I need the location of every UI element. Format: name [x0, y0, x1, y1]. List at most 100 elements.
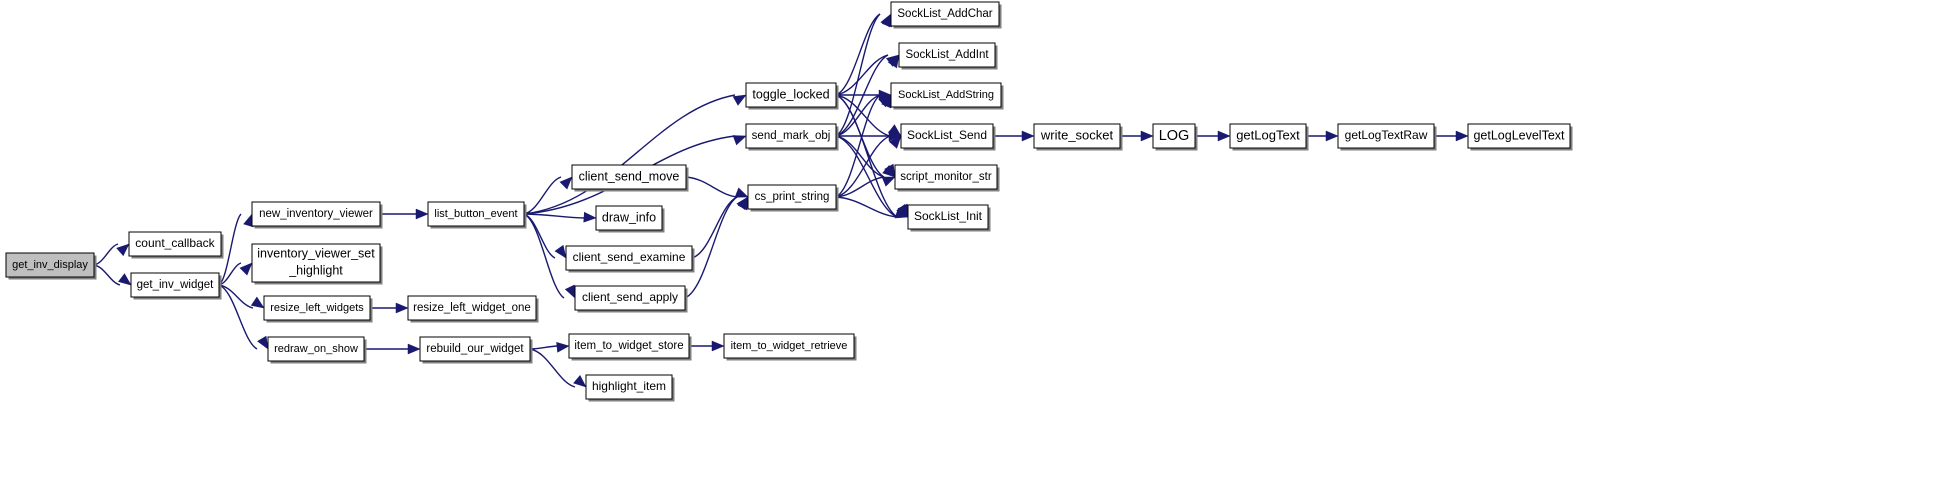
node-box[interactable]	[130, 272, 220, 298]
node-box[interactable]	[407, 295, 537, 321]
node-box[interactable]	[900, 123, 994, 149]
call-edge	[993, 130, 1035, 142]
call-edge	[364, 343, 421, 355]
node-getLogLevelText[interactable]: getLogLevelText	[1467, 123, 1573, 151]
node-cs_print_string[interactable]: cs_print_string	[747, 184, 839, 212]
node-SockList_Init[interactable]: SockList_Init	[907, 204, 991, 232]
node-box[interactable]	[251, 243, 381, 283]
node-label: script_monitor_str	[900, 171, 992, 183]
node-box[interactable]	[574, 285, 686, 311]
node-box[interactable]	[585, 374, 673, 400]
call-edge	[218, 262, 253, 286]
node-box[interactable]	[1229, 123, 1307, 149]
node-draw_info[interactable]: draw_info	[595, 205, 665, 233]
node-SockList_Send[interactable]: SockList_Send	[900, 123, 996, 151]
call-edge	[529, 348, 587, 388]
call-edge	[218, 213, 254, 286]
node-label: SockList_AddString	[898, 89, 994, 101]
node-resize_left_widget_one[interactable]: resize_left_widget_one	[407, 295, 539, 323]
node-SockList_AddInt[interactable]: SockList_AddInt	[898, 42, 998, 70]
node-box[interactable]	[1152, 123, 1196, 149]
node-SockList_AddString[interactable]: SockList_AddString	[890, 82, 1004, 110]
node-box[interactable]	[263, 295, 371, 321]
node-box[interactable]	[571, 164, 687, 190]
node-box[interactable]	[419, 336, 531, 362]
node-getLogTextRaw[interactable]: getLogTextRaw	[1337, 123, 1437, 151]
node-redraw_on_show[interactable]: redraw_on_show	[267, 336, 367, 364]
call-edge	[835, 13, 892, 137]
call-edge	[380, 208, 429, 220]
node-label: client_send_move	[579, 169, 680, 183]
node-label: client_send_examine	[573, 250, 686, 264]
node-box[interactable]	[251, 201, 381, 227]
node-label: getLogLevelText	[1473, 128, 1565, 142]
node-label: get_inv_display	[12, 259, 88, 271]
node-label: list_button_event	[434, 208, 517, 220]
node-box[interactable]	[1033, 123, 1121, 149]
node-box[interactable]	[890, 1, 1000, 27]
node-box[interactable]	[128, 231, 222, 257]
node-client_send_move[interactable]: client_send_move	[571, 164, 689, 192]
node-layer: get_inv_display count_callback get_inv_wid…	[5, 1, 1573, 402]
node-box[interactable]	[1337, 123, 1435, 149]
node-label: toggle_locked	[752, 87, 829, 101]
node-list_button_event[interactable]: list_button_event	[427, 201, 527, 229]
node-box[interactable]	[894, 164, 998, 190]
node-box[interactable]	[890, 82, 1002, 108]
node-get_inv_widget[interactable]: get_inv_widget	[130, 272, 222, 300]
node-getLogText[interactable]: getLogText	[1229, 123, 1309, 151]
node-script_monitor_str[interactable]: script_monitor_str	[894, 164, 1000, 192]
node-box[interactable]	[595, 205, 663, 231]
node-inventory_viewer_set_highlight[interactable]: inventory_viewer_set_highlight	[251, 243, 383, 285]
call-edge	[1120, 130, 1154, 142]
node-box[interactable]	[1467, 123, 1571, 149]
node-SockList_AddChar[interactable]: SockList_AddChar	[890, 1, 1002, 29]
node-write_socket[interactable]: write_socket	[1033, 123, 1123, 151]
node-label: item_to_widget_retrieve	[731, 340, 848, 352]
node-box[interactable]	[267, 336, 365, 362]
call-edge	[529, 341, 570, 353]
call-edge	[370, 302, 409, 314]
node-rebuild_our_widget[interactable]: rebuild_our_widget	[419, 336, 533, 364]
node-item_to_widget_retrieve[interactable]: item_to_widget_retrieve	[723, 333, 857, 361]
node-label: SockList_Send	[907, 128, 987, 142]
node-box[interactable]	[427, 201, 525, 227]
call-edge	[93, 264, 132, 286]
call-edge	[835, 196, 909, 219]
node-label: rebuild_our_widget	[426, 343, 524, 355]
call-edge	[523, 211, 597, 223]
node-box[interactable]	[898, 42, 996, 68]
call-edge	[218, 284, 269, 350]
node-label: resize_left_widget_one	[413, 302, 531, 314]
node-label: SockList_AddInt	[905, 49, 989, 61]
node-client_send_examine[interactable]: client_send_examine	[565, 245, 695, 273]
node-count_callback[interactable]: count_callback	[128, 231, 224, 259]
node-toggle_locked[interactable]: toggle_locked	[745, 82, 839, 110]
node-box[interactable]	[745, 82, 837, 108]
node-box[interactable]	[723, 333, 855, 359]
node-box[interactable]	[907, 204, 989, 230]
node-label: LOG	[1159, 128, 1190, 144]
node-get_inv_display[interactable]: get_inv_display	[5, 252, 97, 280]
node-highlight_item[interactable]: highlight_item	[585, 374, 675, 402]
node-box[interactable]	[565, 245, 693, 271]
node-resize_left_widgets[interactable]: resize_left_widgets	[263, 295, 373, 323]
call-edge	[685, 176, 749, 198]
call-edge	[684, 196, 749, 299]
node-LOG[interactable]: LOG	[1152, 123, 1198, 151]
node-box[interactable]	[745, 123, 837, 149]
node-box[interactable]	[5, 252, 95, 278]
call-edge	[689, 340, 725, 352]
node-client_send_apply[interactable]: client_send_apply	[574, 285, 688, 313]
node-box[interactable]	[568, 333, 690, 359]
node-label: send_mark_obj	[752, 130, 831, 142]
node-new_inventory_viewer[interactable]: new_inventory_viewer	[251, 201, 383, 229]
node-item_to_widget_store[interactable]: item_to_widget_store	[568, 333, 692, 361]
node-label: redraw_on_show	[274, 343, 358, 355]
node-box[interactable]	[747, 184, 837, 210]
node-label: client_send_apply	[582, 290, 678, 304]
call-edge	[835, 94, 909, 218]
node-label: get_inv_widget	[137, 279, 215, 291]
node-send_mark_obj[interactable]: send_mark_obj	[745, 123, 839, 151]
